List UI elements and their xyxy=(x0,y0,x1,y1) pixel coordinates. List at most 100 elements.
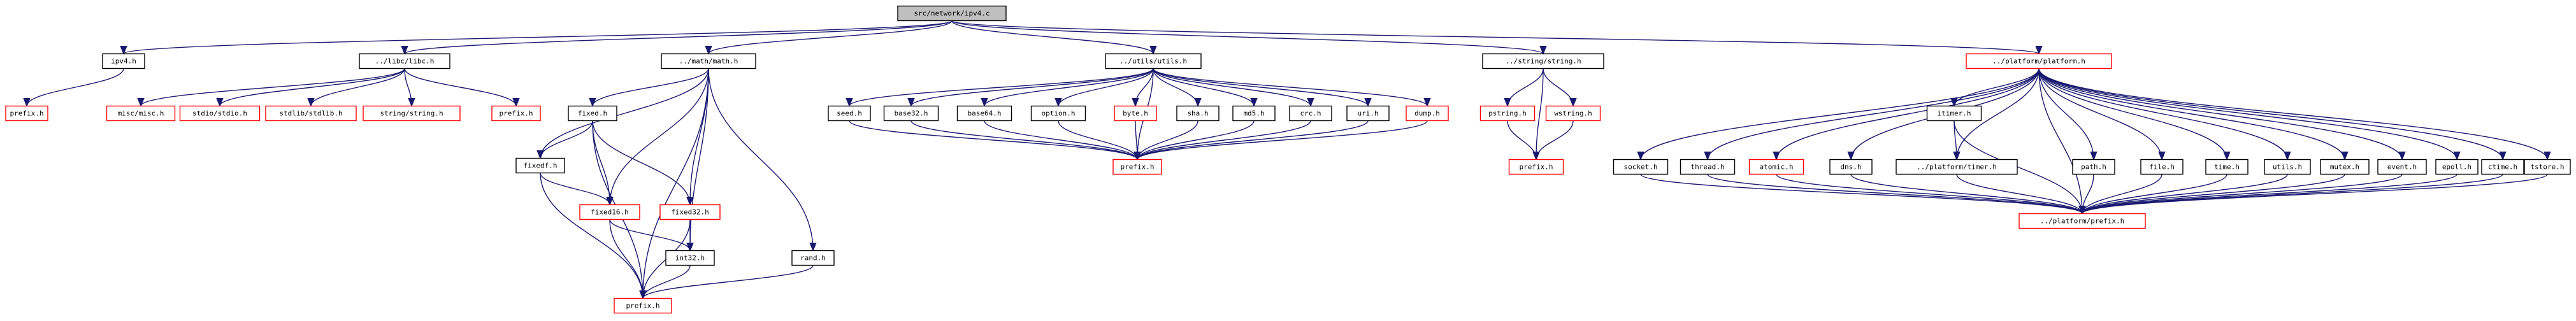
node-label: stdio/stdio.h xyxy=(192,110,247,118)
node-rand[interactable]: rand.h xyxy=(791,250,835,266)
node-box xyxy=(1926,105,1982,122)
node-base64[interactable]: base64.h xyxy=(956,105,1012,122)
edge-math-to-fixedf xyxy=(540,68,709,159)
node-prefix-a: prefix.h xyxy=(5,105,48,122)
node-box xyxy=(2264,159,2311,175)
node-box xyxy=(2072,159,2115,175)
node-sha[interactable]: sha.h xyxy=(1176,105,1220,122)
edge-utils-to-seed xyxy=(849,68,1154,106)
node-uri[interactable]: uri.h xyxy=(1346,105,1390,122)
node-box xyxy=(1406,105,1449,122)
node-ctime[interactable]: ctime.h xyxy=(2481,159,2524,175)
node-box xyxy=(897,5,1007,22)
node-box xyxy=(828,105,871,122)
node-ptimer[interactable]: ../platform/timer.h xyxy=(1896,159,2018,175)
node-tstore[interactable]: tstore.h xyxy=(2524,159,2571,175)
node-int32[interactable]: int32.h xyxy=(665,250,715,266)
node-time[interactable]: time.h xyxy=(2205,159,2249,175)
node-label: fixed.h xyxy=(578,110,607,118)
node-root[interactable]: src/network/ipv4.c xyxy=(897,5,1007,22)
node-box xyxy=(1114,105,1157,122)
node-label: stdlib/stdlib.h xyxy=(279,110,342,118)
node-label: dns.h xyxy=(1840,163,1861,171)
node-box xyxy=(1112,159,1162,175)
node-label: mutex.h xyxy=(2330,163,2359,171)
edge-base32-to-prefix_utils xyxy=(910,120,1137,160)
node-math[interactable]: ../math/math.h xyxy=(661,53,756,69)
edge-uri-to-prefix_utils xyxy=(1137,120,1369,160)
node-label: event.h xyxy=(2387,163,2417,171)
edge-root-to-libc xyxy=(405,20,953,55)
edge-math-to-prefix_math xyxy=(643,68,709,299)
node-label: byte.h xyxy=(1123,110,1148,118)
node-label: ../string/string.h xyxy=(1505,57,1581,66)
node-prefix-string: prefix.h xyxy=(1508,159,1564,175)
node-dns[interactable]: dns.h xyxy=(1829,159,1873,175)
node-option[interactable]: option.h xyxy=(1030,105,1086,122)
node-label: uri.h xyxy=(1357,110,1378,118)
node-box xyxy=(568,105,617,122)
node-box xyxy=(5,105,48,122)
node-label: prefix.h xyxy=(500,110,533,118)
node-thread[interactable]: thread.h xyxy=(1680,159,1736,175)
node-strmod[interactable]: ../string/string.h xyxy=(1482,53,1604,69)
edge-platform-to-itimer xyxy=(1954,68,2040,106)
node-label: prefix.h xyxy=(1121,163,1155,171)
node-box xyxy=(2524,159,2571,175)
node-event[interactable]: event.h xyxy=(2377,159,2427,175)
node-box xyxy=(2205,159,2249,175)
node-box xyxy=(106,105,176,122)
node-base32[interactable]: base32.h xyxy=(883,105,939,122)
node-box xyxy=(2481,159,2524,175)
node-md5[interactable]: md5.h xyxy=(1232,105,1276,122)
edge-root-to-strmod xyxy=(951,20,1543,55)
node-crc[interactable]: crc.h xyxy=(1289,105,1332,122)
node-label: seed.h xyxy=(837,110,862,118)
node-fixed[interactable]: fixed.h xyxy=(568,105,617,122)
node-path[interactable]: path.h xyxy=(2072,159,2115,175)
edge-platform-to-path xyxy=(2038,68,2094,160)
node-label: ipv4.h xyxy=(111,57,136,66)
node-itimer[interactable]: itimer.h xyxy=(1926,105,1982,122)
edge-tstore-to-pprefix xyxy=(2082,173,2548,215)
edge-utils-to-sha xyxy=(1153,68,1198,106)
node-epoll[interactable]: epoll.h xyxy=(2435,159,2479,175)
node-fixed16: fixed16.h xyxy=(579,204,640,220)
edge-ipv4h-to-prefix_a xyxy=(27,68,124,106)
edge-platform-to-utils2 xyxy=(2038,68,2287,160)
edge-root-to-utils xyxy=(951,20,1153,54)
edge-utils-to-crc xyxy=(1153,68,1311,106)
edge-libc-to-miscmisc xyxy=(141,68,405,106)
edge-dump-to-prefix_utils xyxy=(1137,120,1428,160)
edge-crc-to-prefix_utils xyxy=(1137,120,1311,160)
node-box xyxy=(1346,105,1390,122)
node-file[interactable]: file.h xyxy=(2140,159,2184,175)
node-utils2[interactable]: utils.h xyxy=(2264,159,2311,175)
edges-layer xyxy=(27,20,2548,299)
node-mutex[interactable]: mutex.h xyxy=(2320,159,2370,175)
edge-root-to-platform xyxy=(951,20,2039,55)
edge-utils-to-md5 xyxy=(1153,68,1254,106)
edge-strmod-to-prefix_string xyxy=(1536,68,1544,160)
edge-fixed-to-fixed16 xyxy=(592,120,610,205)
node-box xyxy=(956,105,1012,122)
node-fixedf[interactable]: fixedf.h xyxy=(515,157,565,174)
edge-platform-to-socket xyxy=(1641,68,2040,160)
node-box xyxy=(1545,105,1601,122)
edge-epoll-to-pprefix xyxy=(2082,173,2457,215)
node-socket[interactable]: socket.h xyxy=(1613,159,1669,175)
node-utils[interactable]: ../utils/utils.h xyxy=(1105,53,1202,69)
node-seed[interactable]: seed.h xyxy=(828,105,871,122)
node-label: fixed16.h xyxy=(591,208,629,217)
node-label: pstring.h xyxy=(1488,110,1527,118)
node-label: itimer.h xyxy=(1938,110,1971,118)
edge-fixed-to-fixedf xyxy=(540,120,593,159)
edge-pstring-to-prefix_string xyxy=(1507,120,1536,160)
node-pstring: pstring.h xyxy=(1479,105,1536,122)
node-pprefix: ../platform/prefix.h xyxy=(2018,213,2146,229)
node-libc[interactable]: ../libc/libc.h xyxy=(359,53,450,69)
node-box xyxy=(2377,159,2427,175)
node-ipv4h[interactable]: ipv4.h xyxy=(102,53,145,69)
node-label: crc.h xyxy=(1300,110,1321,118)
